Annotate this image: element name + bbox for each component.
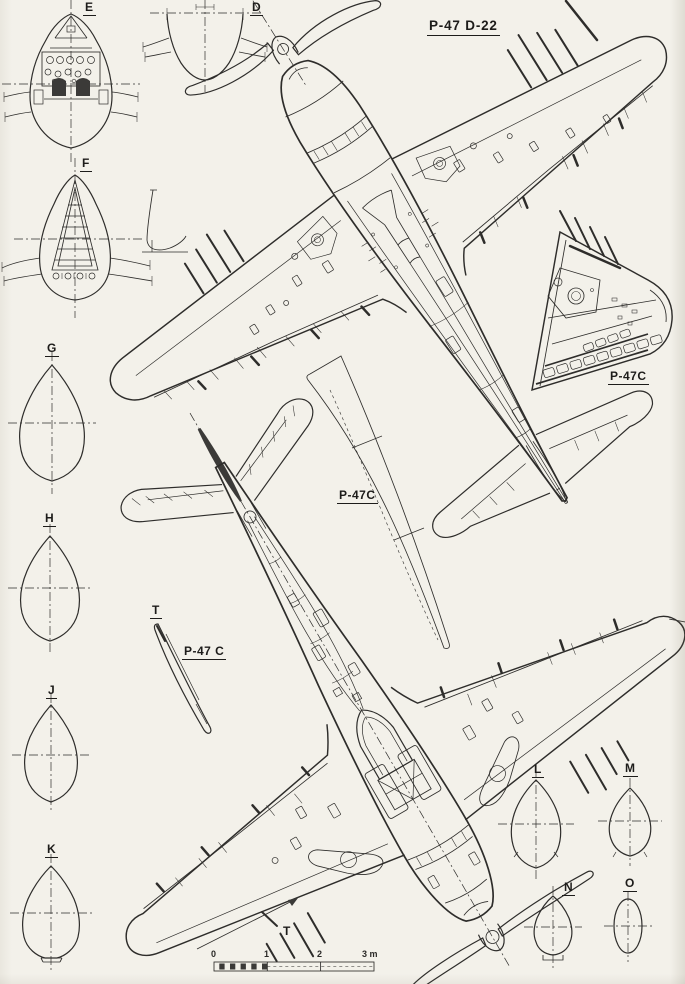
right-stabilizer xyxy=(235,398,314,501)
canopy-frame xyxy=(362,189,421,264)
inner-gear-door xyxy=(364,764,409,819)
tail-wheel xyxy=(243,510,257,524)
top-view-aircraft xyxy=(109,0,668,538)
machine-gun-barrels xyxy=(559,210,619,265)
section-d-drawing xyxy=(142,0,268,92)
left-wing-outline xyxy=(109,194,408,401)
section-label-f: F xyxy=(80,156,92,172)
section-label-j: J xyxy=(46,683,58,699)
flap-slot-row xyxy=(542,334,663,378)
left-wing-outline xyxy=(125,724,405,956)
main-wheel xyxy=(489,765,506,782)
instrument-panel xyxy=(41,51,101,87)
main-wheel xyxy=(340,851,357,868)
variant-label-wing-inset: P-47C xyxy=(608,369,649,385)
section-label-e: E xyxy=(83,0,96,16)
section-k-drawing xyxy=(10,854,92,972)
drawing-title: P-47 D-22 xyxy=(427,19,500,36)
left-stabilizer xyxy=(120,483,234,523)
p47c-wing-inset xyxy=(531,210,673,392)
propeller-hub xyxy=(277,43,290,55)
section-g-drawing xyxy=(8,352,96,494)
spinner xyxy=(271,35,299,65)
section-t-cut-leader xyxy=(196,898,298,950)
rudder-pedal xyxy=(52,78,66,96)
antenna-line xyxy=(564,0,599,42)
propeller-blade xyxy=(292,0,382,56)
gear-door xyxy=(479,736,520,807)
machine-gun-barrels xyxy=(183,229,245,295)
propeller-blade xyxy=(409,937,487,984)
flap-hinge-marks xyxy=(479,117,624,245)
belly-hatch xyxy=(311,644,326,661)
propeller-blade xyxy=(497,870,594,937)
flap-hinge-marks xyxy=(155,766,311,893)
section-label-k: K xyxy=(45,842,59,858)
section-label-t: T xyxy=(150,603,162,619)
section-j-drawing xyxy=(12,694,90,812)
scale-tick-1: 1 xyxy=(264,949,270,959)
pilot-seat-side-view xyxy=(142,189,188,253)
section-label-n: N xyxy=(562,880,576,896)
gun-bay-panel xyxy=(547,267,601,319)
gun-bay-panel xyxy=(415,145,461,183)
left-stabilizer xyxy=(432,444,551,538)
propeller-blade xyxy=(184,42,275,96)
section-m-drawing xyxy=(598,778,662,866)
section-f-drawing xyxy=(1,158,188,318)
right-stabilizer xyxy=(535,390,654,484)
flap-hinge-marks xyxy=(197,305,371,391)
fuselage-outline xyxy=(214,461,494,922)
turbo-duct-lines xyxy=(247,516,364,712)
scale-tick-0: 0 xyxy=(211,949,217,959)
keel-frame xyxy=(377,758,432,811)
propeller-hub xyxy=(485,930,500,944)
bottom-view-aircraft xyxy=(120,398,685,984)
variant-label-belly: P-47C xyxy=(337,488,378,504)
spinner xyxy=(477,923,505,952)
pitot-tube xyxy=(669,618,685,626)
section-label-m: M xyxy=(623,761,638,777)
belly-hatch xyxy=(312,608,330,628)
machine-gun-barrels xyxy=(265,912,326,963)
section-n-drawing xyxy=(524,886,582,970)
section-o-drawing xyxy=(604,892,652,962)
machine-gun-barrels xyxy=(569,740,630,794)
section-label-o: O xyxy=(623,876,637,892)
flap-hinge-marks xyxy=(439,618,619,699)
section-e-drawing xyxy=(2,0,140,162)
section-t-airfoil xyxy=(153,623,212,734)
gun-bay-panel xyxy=(296,215,338,260)
machine-gun-barrels xyxy=(506,28,579,89)
flap-slot-row xyxy=(582,328,631,352)
inner-gear-door xyxy=(397,745,442,800)
scale-bar xyxy=(213,961,375,972)
scale-tick-2: 2 xyxy=(317,949,323,959)
section-label-d: D xyxy=(250,0,264,16)
fastener-marks xyxy=(361,209,439,273)
fuselage-outline xyxy=(280,59,568,502)
variant-label-airfoil: P-47 C xyxy=(182,644,227,660)
scale-tick-3m: 3 m xyxy=(362,949,378,959)
fuselage-hatch xyxy=(435,276,454,297)
section-cut-label-t: T xyxy=(283,924,291,938)
fuselage-hatch xyxy=(445,335,462,354)
fuselage-hatch xyxy=(511,406,526,423)
rudder-pedal xyxy=(76,78,90,96)
section-l-drawing xyxy=(498,768,574,880)
gear-door xyxy=(308,849,384,875)
section-label-g: G xyxy=(45,341,59,357)
right-wing-outline xyxy=(391,35,668,276)
section-label-h: H xyxy=(43,511,57,527)
p47c-belly-outline xyxy=(306,355,450,649)
right-wing-outline xyxy=(390,615,685,821)
fin-plan-outline xyxy=(525,440,567,503)
section-h-drawing xyxy=(8,524,92,652)
section-label-l: L xyxy=(532,762,544,778)
